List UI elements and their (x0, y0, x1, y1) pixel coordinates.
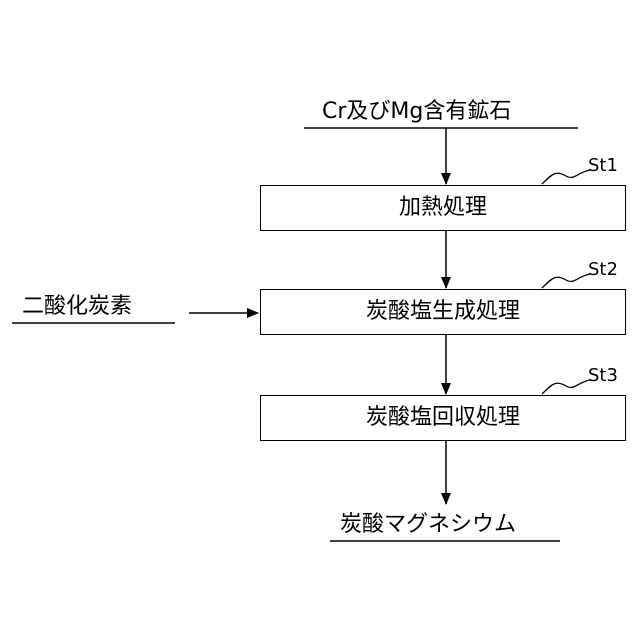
step-box-st3: 炭酸塩回収処理 (260, 395, 626, 441)
step-box-st2: 炭酸塩生成処理 (260, 289, 626, 335)
input-top-label: Cr及びMg含有鉱石 (322, 99, 511, 125)
step-label-st3: 炭酸塩回収処理 (366, 405, 520, 431)
st3-leader (542, 380, 590, 394)
step-id-st3: St3 (588, 366, 618, 386)
step-label-st2: 炭酸塩生成処理 (366, 299, 520, 325)
st1-leader (542, 170, 590, 184)
step-id-st2: St2 (588, 260, 618, 280)
step-box-st1: 加熱処理 (260, 185, 626, 231)
step-label-st1: 加熱処理 (399, 195, 487, 221)
step-id-st1: St1 (588, 156, 618, 176)
input-side-label: 二酸化炭素 (22, 294, 132, 320)
st2-leader (542, 274, 590, 288)
output-label: 炭酸マグネシウム (340, 512, 516, 538)
